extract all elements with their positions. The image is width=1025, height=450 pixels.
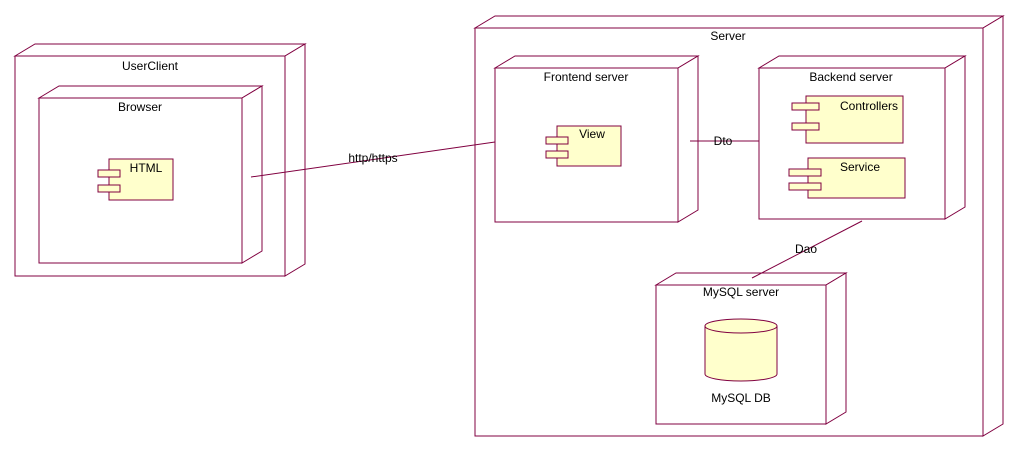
view-component-port-bottom — [545, 150, 569, 159]
service-component-label: Service — [840, 160, 880, 174]
service-component-port-top — [788, 168, 822, 177]
server-node-side — [982, 15, 1004, 437]
mysql-server-node-label: MySQL server — [703, 285, 779, 299]
database-cylinder-top — [704, 318, 778, 334]
userclient-node-top — [13, 43, 307, 57]
mysql-server-node-top — [654, 272, 848, 286]
browser-node-side — [241, 85, 263, 264]
backend-server-node-side — [944, 55, 966, 220]
server-node-top — [473, 15, 1005, 29]
html-component-port-bottom — [97, 184, 121, 193]
browser-node-top — [37, 85, 264, 99]
frontend-server-node-top — [493, 55, 700, 69]
html-component-port-top — [97, 169, 121, 178]
connector-browser-frontend-label: http/https — [348, 151, 397, 165]
userclient-node-side — [284, 43, 306, 277]
database-cylinder-body — [704, 326, 778, 382]
connector-browser-frontend — [250, 141, 496, 178]
connector-backend-mysql-label: Dao — [795, 242, 817, 256]
view-component-label: View — [579, 127, 605, 141]
mysql-server-node-side — [825, 272, 847, 425]
backend-server-node-label: Backend server — [809, 70, 892, 84]
html-component-body — [108, 158, 174, 201]
connector-backend-mysql — [751, 220, 863, 279]
controllers-component-port-bottom — [791, 122, 820, 131]
controllers-component: Controllers — [791, 95, 904, 144]
database-cylinder-icon — [704, 318, 778, 382]
service-component-port-bottom — [788, 182, 822, 191]
view-component: View — [545, 125, 622, 167]
controllers-component-port-top — [791, 102, 820, 111]
service-component: Service — [788, 157, 906, 199]
userclient-node-label: UserClient — [122, 59, 179, 73]
browser-node-label: Browser — [118, 100, 162, 114]
controllers-component-body — [805, 95, 904, 144]
controllers-component-label: Controllers — [840, 99, 898, 113]
view-component-body — [556, 125, 622, 167]
frontend-server-node-label: Frontend server — [544, 70, 629, 84]
service-component-body — [807, 157, 906, 199]
server-node-label: Server — [710, 29, 745, 43]
mysql-db-label: MySQL DB — [711, 391, 771, 405]
backend-server-node-top — [757, 55, 967, 69]
html-component-label: HTML — [130, 161, 163, 175]
frontend-server-node-side — [677, 55, 699, 223]
view-component-port-top — [545, 136, 569, 145]
connector-frontend-backend-label: Dto — [714, 134, 733, 148]
html-component: HTML — [97, 158, 174, 201]
